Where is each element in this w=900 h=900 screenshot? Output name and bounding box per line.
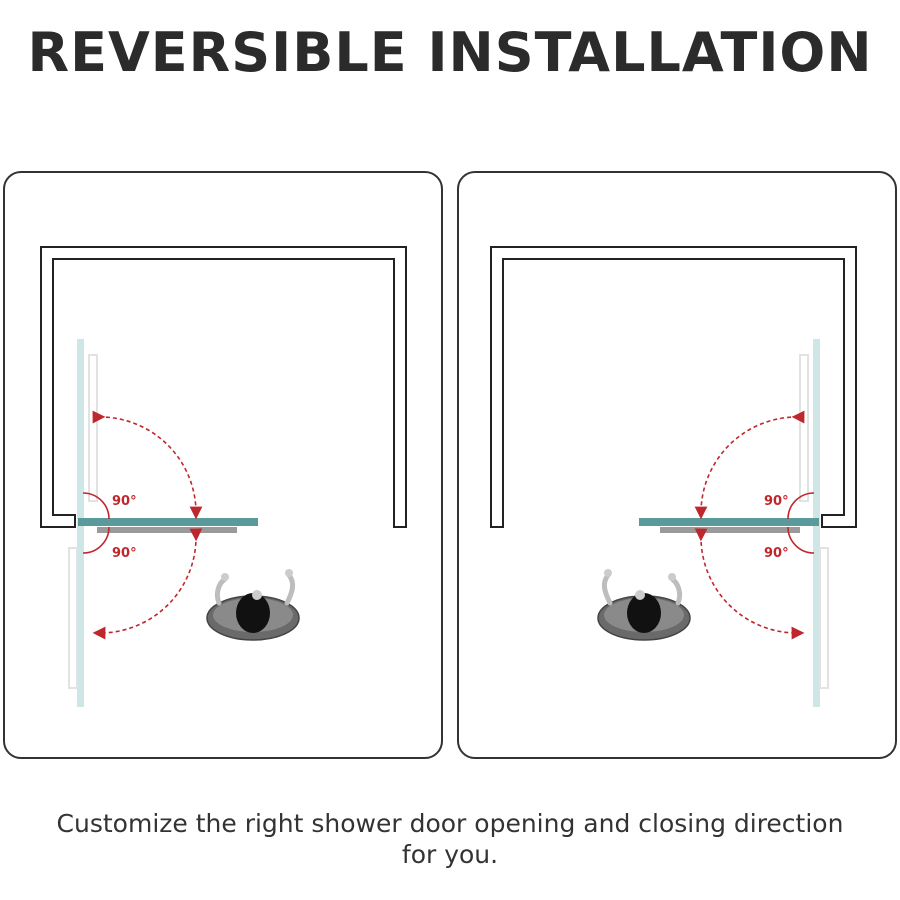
- shower-diagram-right: 90° 90°: [490, 246, 857, 707]
- angle-label-upper: 90°: [764, 494, 789, 509]
- swing-arrow-lower: [92, 528, 203, 640]
- swing-door-glass: [78, 518, 258, 526]
- fixed-glass-panel-shadow-lower: [819, 547, 829, 689]
- swing-door-glass: [639, 518, 819, 526]
- diagram-panel-right-hinge: 90° 90°: [457, 171, 897, 759]
- person-top-view-icon: [597, 569, 691, 641]
- fixed-glass-panel-shadow-lower: [68, 547, 78, 689]
- fixed-glass-panel-shadow-upper: [799, 354, 809, 502]
- angle-label-lower: 90°: [112, 546, 137, 561]
- swing-door-handle-bar: [97, 527, 237, 533]
- angle-arc-lower: [82, 526, 110, 554]
- page-title: REVERSIBLE INSTALLATION: [27, 21, 873, 84]
- enclosure-wall-outer: [40, 246, 407, 528]
- enclosure-wall-outer: [490, 246, 857, 528]
- person-top-view-icon: [206, 569, 300, 641]
- fixed-glass-panel-shadow-upper: [88, 354, 98, 502]
- angle-label-lower: 90°: [764, 546, 789, 561]
- diagram-panel-left-hinge: 90° 90°: [3, 171, 443, 759]
- shower-diagram-left: 90° 90°: [40, 246, 407, 707]
- swing-door-handle-bar: [660, 527, 800, 533]
- angle-arc-upper: [82, 492, 110, 520]
- angle-arc-upper: [787, 492, 815, 520]
- angle-label-upper: 90°: [112, 494, 137, 509]
- swing-arrow-lower: [694, 528, 805, 640]
- angle-arc-lower: [787, 526, 815, 554]
- caption-text: Customize the right shower door opening …: [56, 809, 844, 869]
